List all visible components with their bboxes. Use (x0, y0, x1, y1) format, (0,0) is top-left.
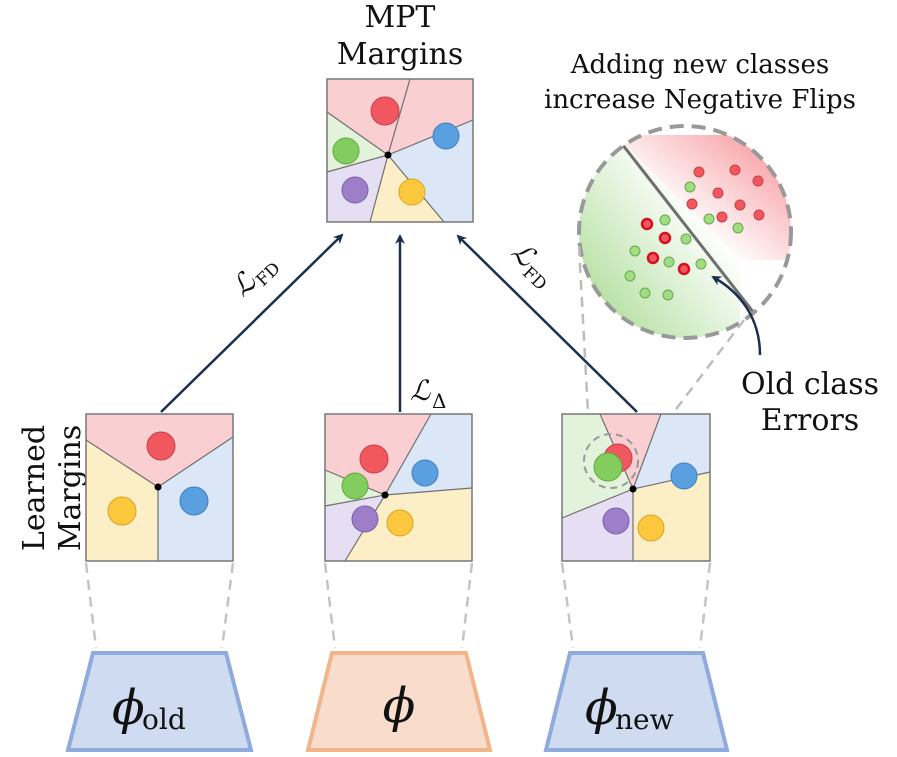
callout-line2: increase Negative Flips (544, 85, 856, 115)
old-center-point (154, 483, 162, 491)
shared-green-dot (341, 472, 369, 500)
zoom-boundary-line (613, 134, 777, 338)
class-yellow-dot (398, 178, 426, 206)
zoom-region-red (615, 135, 791, 260)
shared-blue-dot (411, 459, 439, 487)
mpt-margins-box (326, 78, 474, 223)
zoom-region-green (579, 135, 740, 338)
class-green-dot (332, 137, 360, 165)
model-connectors (84, 562, 712, 649)
zoom-red-points (686, 164, 765, 223)
model-old: ϕ old (65, 651, 254, 752)
box-border (326, 78, 474, 223)
center-point (384, 151, 392, 159)
new-center-point (629, 485, 637, 493)
model-new-symbol: ϕ (585, 680, 618, 736)
old-yellow-dot (107, 496, 137, 526)
old-blue-dot (179, 486, 209, 516)
shared-center-point (381, 491, 389, 499)
model-old-shape (65, 651, 254, 752)
loss-delta-symbol: ℒ (410, 374, 431, 407)
shared-red-dot (359, 444, 389, 474)
side-label-line2: Margins (53, 425, 88, 551)
mpt-title-line1: MPT (365, 0, 436, 35)
loss-fd-right: ℒ FD (505, 235, 550, 295)
errors-pointer-arrow (711, 275, 762, 356)
model-old-symbol: ϕ (112, 680, 145, 736)
loss-delta: ℒ Δ (410, 374, 446, 413)
old-box-border (85, 413, 234, 562)
model-new: ϕ new (543, 651, 730, 752)
side-label: Learned Margins (17, 425, 88, 551)
zoom-green-points (624, 181, 744, 301)
loss-fd-left: ℒ FD (225, 259, 285, 303)
new-green-dot (593, 452, 623, 482)
mpt-title-line2: Margins (337, 37, 463, 72)
model-new-shape (543, 651, 730, 752)
model-shared-shape (305, 651, 493, 752)
loss-delta-subscript: Δ (432, 389, 446, 413)
region-blue (388, 79, 473, 222)
new-purple-dot (602, 507, 630, 535)
model-shared-symbol: ϕ (383, 678, 416, 734)
shared-box-border (324, 413, 473, 562)
zoom-circle (577, 124, 793, 340)
new-margins-box (561, 413, 711, 562)
new-blue-dot (670, 462, 698, 490)
class-blue-dot (432, 122, 460, 150)
model-old-subscript: old (142, 703, 186, 736)
arrow-new-to-mpt (456, 234, 638, 413)
zoom-error-points (640, 217, 691, 276)
class-red-dot (370, 96, 400, 126)
shared-purple-dot (351, 505, 379, 533)
errors-label-line1: Old class (741, 367, 879, 402)
shared-margins-box (324, 413, 473, 562)
shared-region-blue (385, 414, 472, 495)
arrow-old-to-mpt (160, 233, 344, 413)
errors-label-line2: Errors (761, 403, 859, 438)
class-purple-dot (341, 176, 369, 204)
old-margins-box (85, 413, 234, 562)
model-shared: ϕ (305, 651, 493, 752)
callout-line1: Adding new classes (570, 50, 829, 80)
new-yellow-dot (637, 514, 665, 542)
old-red-dot (146, 431, 176, 461)
zoom-circle-border (577, 124, 793, 340)
region-red (327, 79, 473, 155)
model-new-subscript: new (615, 703, 674, 736)
side-label-line1: Learned (17, 425, 52, 551)
new-box-border (561, 413, 711, 562)
new-error-highlight (583, 433, 639, 489)
new-region-purple (562, 489, 633, 561)
shared-yellow-dot (386, 509, 414, 537)
